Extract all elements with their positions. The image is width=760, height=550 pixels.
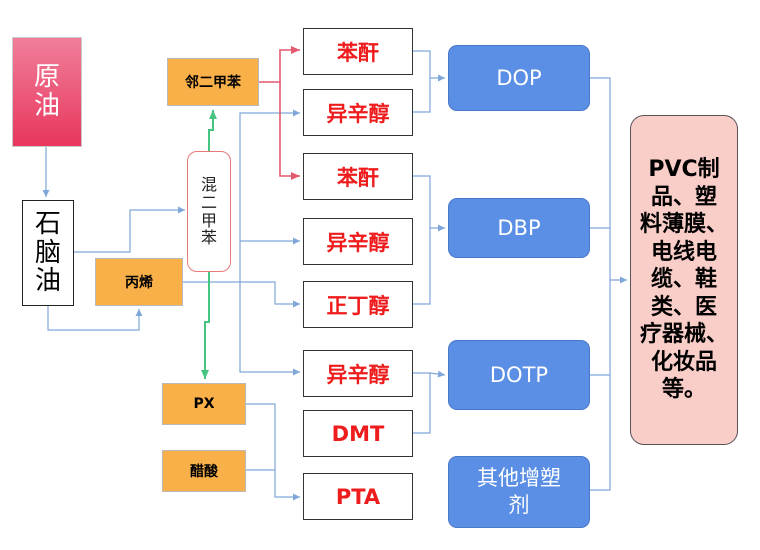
isooctanol-label-2: 异辛醇 (326, 230, 390, 255)
phthalic-anhydride-box-1: 苯酐 (303, 28, 413, 75)
edge-to-n-butanol (240, 281, 300, 308)
other-plasticizers-box: 其他增塑 剂 (448, 456, 590, 528)
dotp-box: DOTP (448, 340, 590, 410)
final-products-line-8: 化妆品 (650, 349, 717, 375)
crude-oil-box: 原 油 (12, 37, 82, 147)
dotp-label: DOTP (489, 363, 549, 387)
edge-oxylene-to-phthalic-1 (259, 46, 300, 83)
final-products-line-5: 缆、鞋 (650, 267, 717, 293)
naphtha-label-2: 脑 (34, 237, 61, 268)
isooctanol-box-1: 异辛醇 (303, 89, 413, 136)
mixed-xylene-label-3: 甲 (200, 210, 217, 230)
pta-box: PTA (303, 473, 413, 520)
crude-oil-label-1: 原 (33, 62, 60, 93)
edge-to-isooctanol-3 (239, 282, 300, 376)
other-plasticizers-label-2: 剂 (508, 493, 530, 517)
final-products-line-1: PVC制 (648, 157, 720, 183)
naphtha-label-1: 石 (34, 209, 61, 240)
edge-mixed-to-oxylene (208, 110, 217, 151)
edge-isooctanol-1-to-dop (413, 78, 431, 113)
edge-dop-to-final (590, 77, 611, 491)
naphtha-box: 石 脑 油 (22, 200, 74, 306)
mixed-xylene-label-1: 混 (200, 175, 217, 195)
phthalic-anhydride-box-2: 苯酐 (303, 153, 413, 200)
px-box: PX (162, 383, 246, 425)
edge-isooctanol-3-to-dotp (413, 370, 446, 378)
dop-label: DOP (496, 66, 542, 90)
final-products-line-3: 料薄膜、 (639, 212, 728, 238)
isooctanol-box-3: 异辛醇 (303, 350, 413, 397)
edge-mixed-to-px (201, 272, 210, 379)
other-plasticizers-label-1: 其他增塑 (477, 465, 561, 490)
px-label: PX (193, 396, 215, 412)
edge-n-butanol-to-dbp (413, 228, 431, 305)
isooctanol-box-2: 异辛醇 (303, 218, 413, 265)
phthalic-anhydride-label-2: 苯酐 (337, 165, 379, 190)
dop-box: DOP (448, 45, 590, 111)
edge-px-to-pta (246, 403, 300, 501)
pta-label: PTA (335, 484, 381, 509)
n-butanol-label: 正丁醇 (326, 293, 390, 318)
edge-phthalic-1-to-dop (413, 50, 445, 82)
edge-naphtha-to-mixed-xylene (74, 206, 185, 253)
dmt-box: DMT (303, 410, 413, 457)
final-products-line-9: 等。 (661, 377, 706, 403)
dbp-box: DBP (448, 198, 590, 258)
edge-phthalic-2-to-dbp (413, 175, 445, 232)
isooctanol-label-1: 异辛醇 (326, 101, 390, 126)
edge-oxylene-to-phthalic-2 (279, 82, 300, 180)
naphtha-label-3: 油 (34, 266, 61, 297)
mixed-xylene-box: 混 二 甲 苯 (187, 151, 231, 272)
mixed-xylene-label-4: 苯 (200, 228, 217, 248)
propylene-box: 丙烯 (95, 258, 183, 306)
edge-naphtha-to-propylene (47, 306, 143, 331)
acetic-acid-box: 醋酸 (162, 450, 246, 492)
phthalic-anhydride-label-1: 苯酐 (337, 40, 379, 65)
crude-oil-label-2: 油 (33, 91, 60, 121)
edge-dmt-to-dotp (413, 373, 431, 434)
acetic-acid-label: 醋酸 (190, 464, 218, 480)
n-butanol-box: 正丁醇 (303, 281, 413, 328)
dmt-label: DMT (331, 421, 385, 446)
final-products-line-7: 疗器械、 (639, 322, 728, 348)
final-products-line-4: 电线电 (650, 239, 717, 265)
final-products-line-2: 品、塑 (650, 184, 717, 210)
final-products-box: PVC制 品、塑 料薄膜、 电线电 缆、鞋 类、医 疗器械、 化妆品 等。 (630, 115, 738, 445)
isooctanol-label-3: 异辛醇 (326, 362, 390, 387)
edge-propylene-to-isooctanol-1 (183, 109, 300, 283)
propylene-label: 丙烯 (125, 275, 153, 291)
dbp-label: DBP (497, 216, 541, 240)
o-xylene-label: 邻二甲苯 (185, 75, 241, 91)
mixed-xylene-label-2: 二 (200, 192, 217, 212)
final-products-line-6: 类、医 (650, 294, 717, 320)
o-xylene-box: 邻二甲苯 (167, 58, 259, 106)
